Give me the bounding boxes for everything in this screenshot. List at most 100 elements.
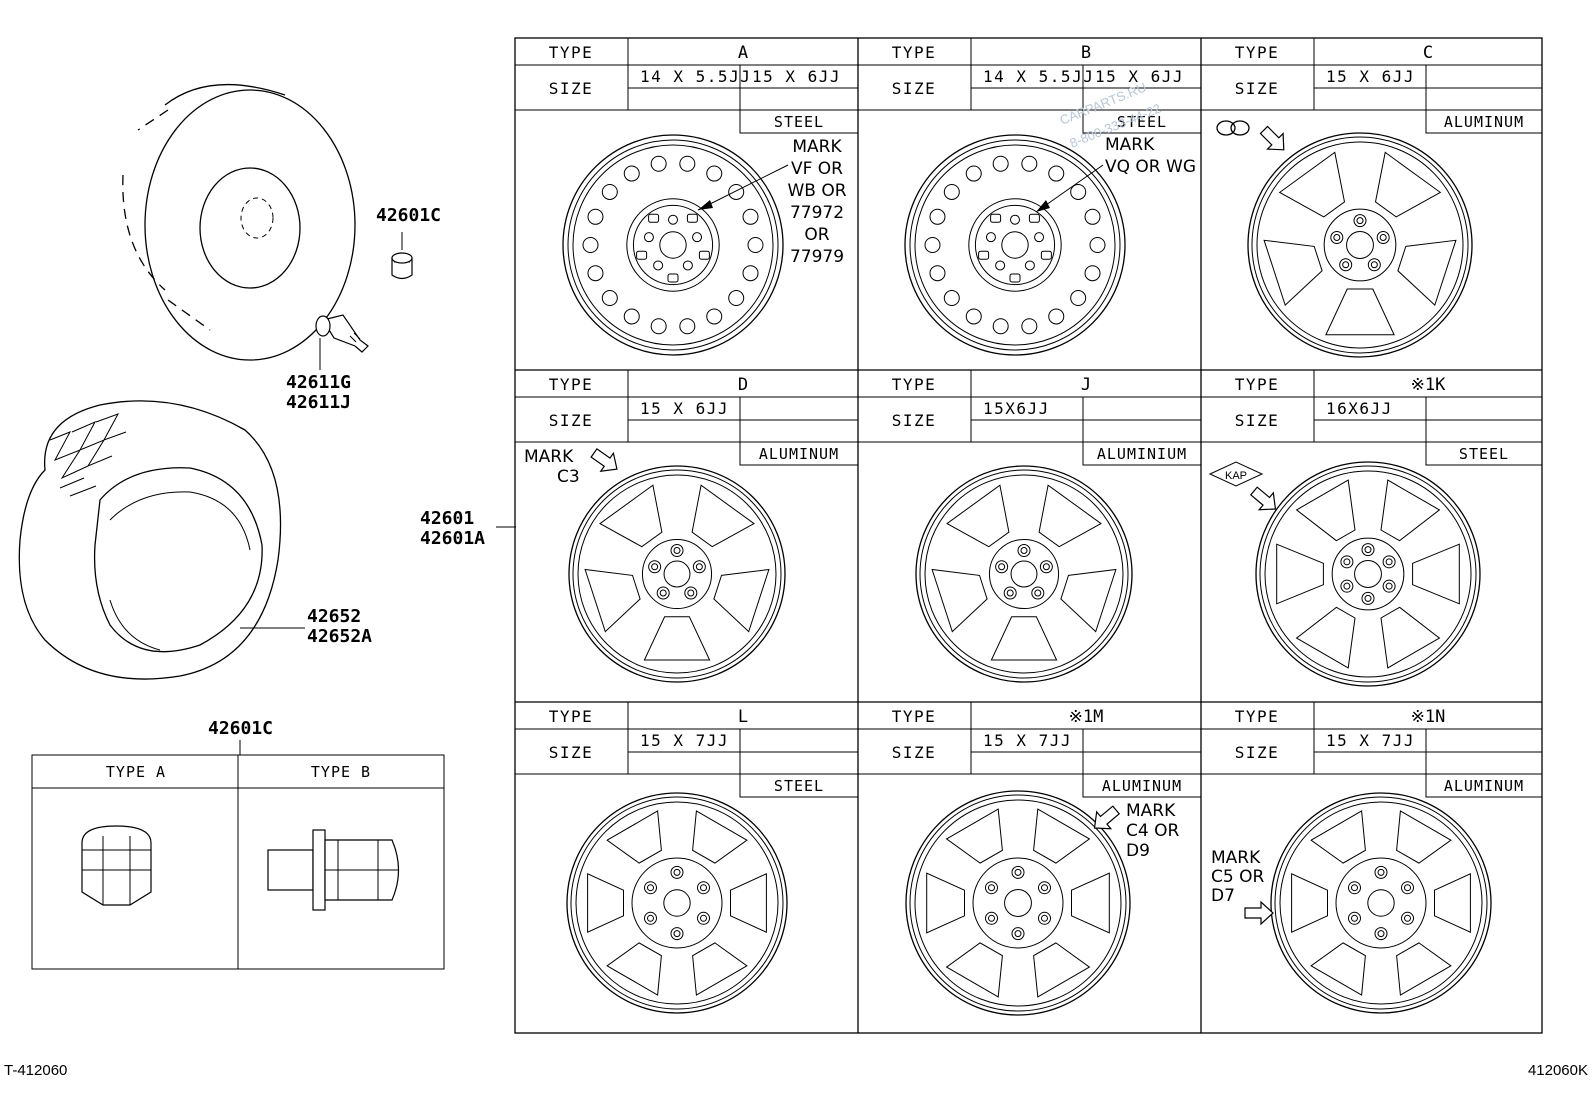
wheel-cell-7: TYPE SIZE ※1M 15 X 7JJ ALUMINUM	[858, 702, 1202, 798]
type-label: TYPE	[1235, 43, 1280, 62]
wheel-material-label: STEEL	[774, 113, 824, 131]
mark-note-line: MARK	[1126, 801, 1176, 821]
wheel-material-label: ALUMINUM	[759, 445, 839, 463]
mark-note-line: OR	[804, 225, 829, 245]
wheel-drawing-d	[568, 465, 786, 683]
mark-note-line: MARK	[1211, 848, 1261, 868]
mark-arrow-c	[1259, 125, 1285, 151]
mark-note-line: D9	[1126, 841, 1150, 861]
wheel-type-value: ※1K	[1411, 375, 1446, 395]
wheel-size-value: 16X6JJ	[1326, 399, 1393, 418]
type-label: TYPE	[892, 43, 937, 62]
cap-nut-small	[391, 252, 413, 280]
part-number-tire-1: 42652	[307, 606, 361, 627]
nut-type-box	[31, 754, 445, 970]
type-label: TYPE	[892, 375, 937, 394]
mark-note-line: D7	[1211, 886, 1235, 906]
part-number-nut-box: 42601C	[208, 718, 273, 739]
valve-stem	[315, 314, 369, 353]
mark-note-line: VF OR	[791, 159, 843, 179]
size-label: SIZE	[1235, 79, 1280, 98]
type-label: TYPE	[549, 43, 594, 62]
wheel-material-label: STEEL	[1459, 445, 1509, 463]
wheel-type-value: C	[1423, 43, 1433, 63]
wheel-drawing-1m	[905, 790, 1131, 1016]
mark-note-line: MARK	[1105, 135, 1155, 155]
wheel-size-value: 15 X 6JJ	[1095, 67, 1184, 86]
wheel-drawing-j	[915, 465, 1133, 683]
mark-note-line: MARK	[792, 137, 842, 157]
size-label: SIZE	[1235, 411, 1280, 430]
wheel-drawing-a	[562, 134, 784, 356]
mark-note-line: C5 OR	[1211, 867, 1264, 887]
part-number-tire-2: 42652A	[307, 626, 372, 647]
part-number-valve-1: 42611G	[286, 372, 351, 393]
size-label: SIZE	[549, 79, 594, 98]
wheel-size-value: 15 X 6JJ	[752, 67, 841, 86]
wheel-type-value: J	[1081, 375, 1091, 395]
size-label: SIZE	[549, 743, 594, 762]
size-label: SIZE	[892, 743, 937, 762]
wheel-drawing-1k	[1255, 461, 1481, 687]
type-label: TYPE	[549, 375, 594, 394]
wheel-drawing-b	[904, 134, 1126, 356]
size-label: SIZE	[892, 411, 937, 430]
wheel-material-label: STEEL	[774, 777, 824, 795]
mark-arrow-1k	[1249, 486, 1277, 511]
wheel-assembly-drawing	[122, 83, 356, 361]
wheel-type-value: L	[738, 707, 748, 727]
wheel-drawing-1n	[1270, 792, 1492, 1014]
mark-arrow-a	[697, 164, 789, 211]
acorn-nut	[81, 825, 152, 906]
wheel-type-value: A	[738, 43, 748, 63]
size-label: SIZE	[892, 79, 937, 98]
wheel-size-value: 15 X 7JJ	[1326, 731, 1415, 750]
wheel-material-label: ALUMINUM	[1444, 113, 1524, 131]
wheel-type-value: ※1N	[1411, 707, 1446, 727]
wheel-material-label: ALUMINIUM	[1097, 445, 1187, 463]
mark-note-line: WB OR	[787, 181, 846, 201]
wheel-type-value: ※1M	[1069, 707, 1104, 727]
kap-emblem: KAP	[1208, 461, 1264, 487]
wheel-size-value: 14 X 5.5JJ	[640, 67, 751, 86]
wheel-drawing-c	[1247, 132, 1473, 358]
type-label: TYPE	[1235, 707, 1280, 726]
mark-note-line: MARK	[524, 447, 574, 467]
wheel-type-value: B	[1081, 43, 1091, 63]
wheel-cell-3: TYPE SIZE D 15 X 6JJ ALUMINUM	[515, 370, 859, 466]
wheel-size-value: 14 X 5.5JJ	[983, 67, 1094, 86]
type-label: TYPE	[549, 707, 594, 726]
part-number-wheel-1: 42601	[420, 508, 474, 529]
part-number-cap-nut: 42601C	[376, 205, 441, 226]
mark-note-line: C4 OR	[1126, 821, 1179, 841]
wheel-size-value: 15 X 7JJ	[983, 731, 1072, 750]
wheel-size-value: 15 X 6JJ	[640, 399, 729, 418]
kap-emblem-label: KAP	[1225, 470, 1247, 482]
footer-left-code: T-412060	[4, 1062, 67, 1079]
size-label: SIZE	[549, 411, 594, 430]
wheel-drawing-l	[566, 792, 788, 1014]
mark-arrow-d	[590, 448, 618, 472]
mark-note-line: 77979	[790, 247, 844, 267]
part-number-wheel-2: 42601A	[420, 528, 485, 549]
size-label: SIZE	[1235, 743, 1280, 762]
wheel-type-value: D	[738, 375, 748, 395]
mark-note-line: C3	[557, 467, 580, 487]
mark-note-line: VQ OR WG	[1105, 157, 1196, 177]
mark-arrow-1m	[1093, 805, 1121, 830]
footer-right-code: 412060K	[1528, 1062, 1588, 1079]
type-label: TYPE	[892, 707, 937, 726]
nut-type-a-label: TYPE A	[106, 763, 166, 781]
wheel-material-label: ALUMINUM	[1102, 777, 1182, 795]
wheel-material-label: STEEL	[1117, 113, 1167, 131]
tire-drawing	[18, 400, 282, 680]
nut-type-b-label: TYPE B	[311, 763, 371, 781]
